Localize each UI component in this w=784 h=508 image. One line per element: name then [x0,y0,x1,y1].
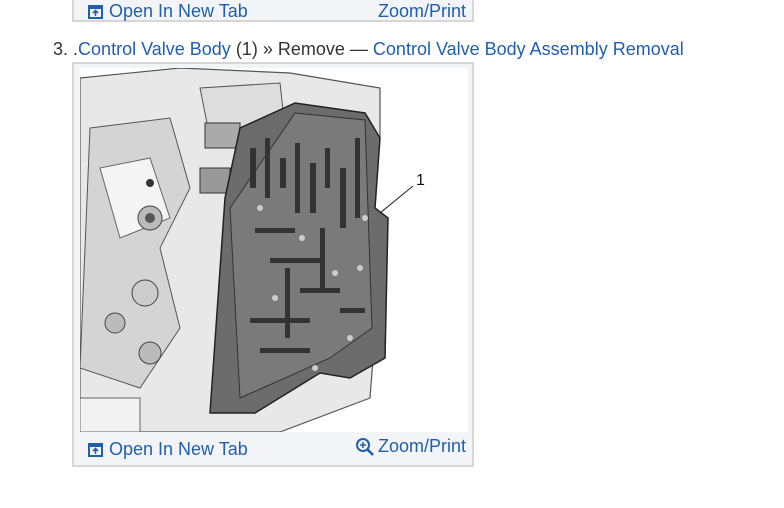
open-in-new-tab-link[interactable]: Open In New Tab [88,1,248,22]
procedure-link[interactable]: Control Valve Body Assembly Removal [372,39,684,59]
callout-ref: (1) [235,39,258,59]
action-text: Remove [277,39,345,59]
zoom-label: Zoom/Print [377,1,466,21]
open-in-new-tab-link[interactable]: Open In New Tab [88,439,248,460]
figure-footer: Open In New Tab Zoom/Print [74,432,472,465]
open-label: Open In New Tab [109,1,248,21]
open-new-tab-icon [88,4,103,19]
zoom-print-link[interactable]: Zoom/Print [355,436,466,457]
previous-figure: Open In New Tab Zoom/Print [72,0,474,22]
illustration-svg: 1 [80,68,468,432]
separator: » [262,39,273,59]
component-link[interactable]: Control Valve Body [78,39,231,59]
figure: 1 Open In New Tab Zoom/Print [72,62,474,467]
step-prefix: . [73,39,79,59]
open-label: Open In New Tab [109,439,248,459]
magnifier-plus-icon [355,437,374,456]
zoom-print-link[interactable]: Zoom/Print [378,1,466,22]
dash: — [349,39,368,59]
previous-figure-footer: Open In New Tab Zoom/Print [74,0,472,22]
step-item: 3. .Control Valve Body (1) » Remove — Co… [53,39,684,60]
open-new-tab-icon [88,442,103,457]
zoom-label: Zoom/Print [377,436,466,456]
step-number: 3. [53,39,69,59]
valve-body-illustration[interactable]: 1 [80,68,468,432]
callout-label: 1 [416,172,425,189]
